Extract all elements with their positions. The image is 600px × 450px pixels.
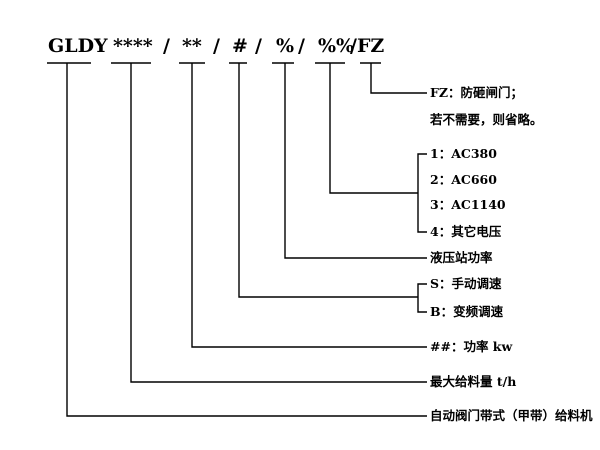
label-voltage-opt2: 2：AC660 <box>430 172 497 187</box>
leader-lines <box>66 63 427 417</box>
code-hydraulic: % <box>276 35 294 57</box>
code-speed: # <box>232 35 248 57</box>
leader-hydraulic <box>284 63 427 259</box>
leader-gate <box>370 63 427 94</box>
code-capacity: **** <box>113 35 153 57</box>
bracket-speed <box>417 283 427 313</box>
leader-voltage <box>329 63 418 194</box>
bracket-voltage <box>417 153 427 233</box>
leader-speed <box>238 63 418 298</box>
label-voltage-opt3: 3：AC1140 <box>430 197 506 212</box>
label-voltage-opt4: 4：其它电压 <box>430 224 502 239</box>
label-gate-line2: 若不需要，则省略。 <box>429 112 543 127</box>
label-max-capacity: 最大给料量 t/h <box>430 374 516 389</box>
code-separator-4: / <box>298 35 305 57</box>
code-voltage: %% <box>318 35 354 57</box>
leader-prefix <box>66 63 427 417</box>
code-separator-3: / <box>255 35 262 57</box>
label-machine-name: 自动阀门带式（甲带）给料机 <box>430 408 593 423</box>
label-speed-opt1: S：手动调速 <box>430 276 502 291</box>
leader-capacity <box>130 63 427 383</box>
code-separator-1: / <box>163 35 170 57</box>
label-gate-line1: FZ：防砸闸门； <box>430 85 523 100</box>
code-gate: /FZ <box>350 35 384 57</box>
legend-labels: FZ：防砸闸门； 若不需要，则省略。 1：AC380 2：AC660 3：AC1… <box>429 85 593 423</box>
label-motor-power: ##：功率 kw <box>430 339 513 354</box>
code-prefix: GLDY <box>48 35 108 57</box>
label-hydraulic-power: 液压站功率 <box>430 250 493 265</box>
leader-power <box>191 63 427 348</box>
model-code: GLDY **** / ** / # / % / %% /FZ <box>48 35 384 57</box>
label-voltage-opt1: 1：AC380 <box>430 146 497 161</box>
code-separator-2: / <box>213 35 220 57</box>
label-speed-opt2: B：变频调速 <box>430 304 504 319</box>
code-power: ** <box>182 35 202 57</box>
